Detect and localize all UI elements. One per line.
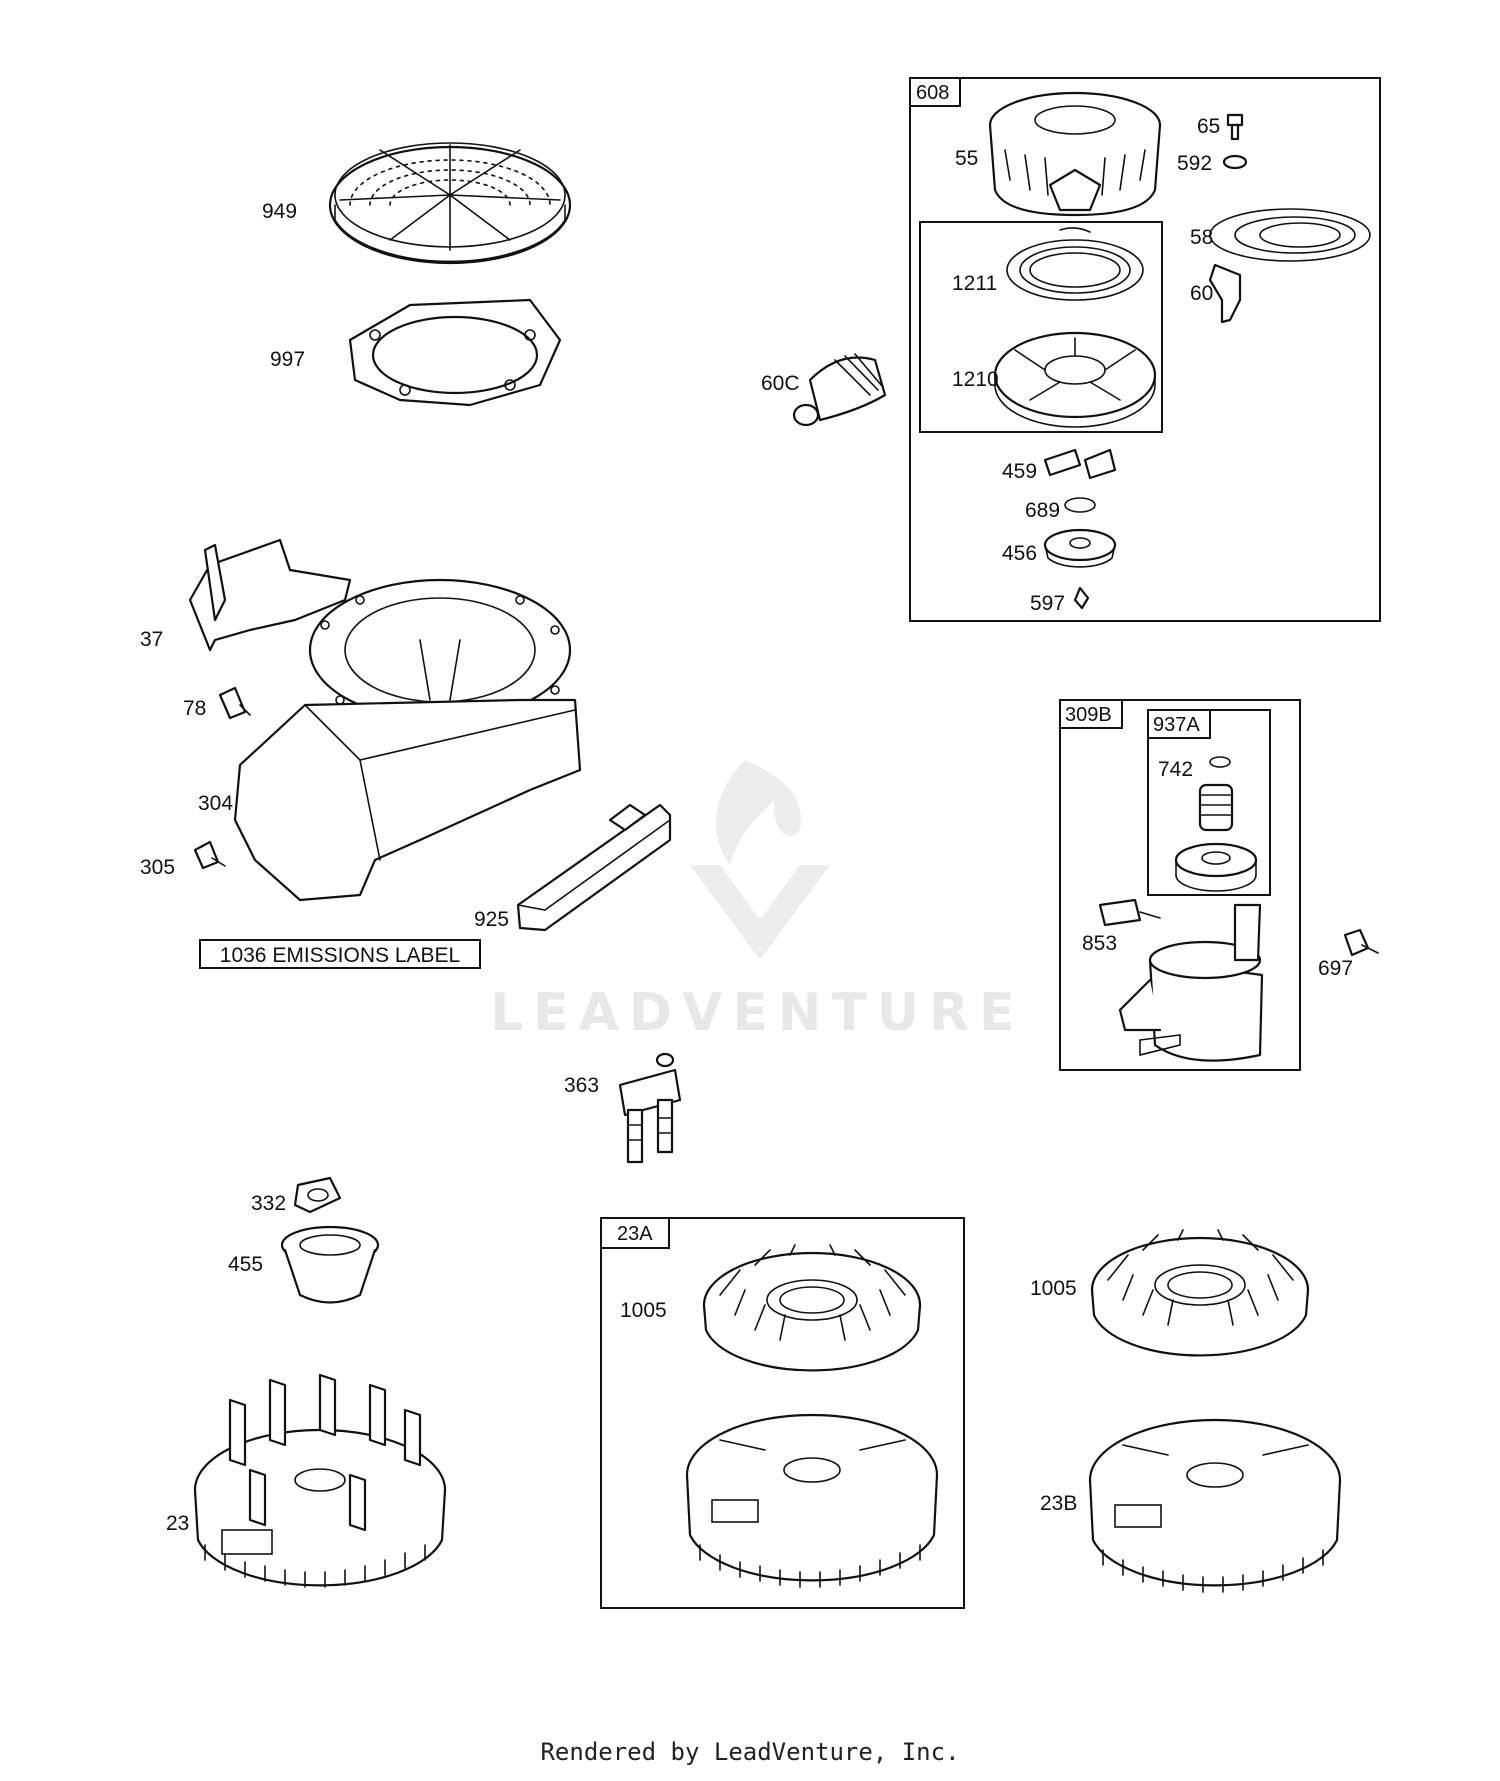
- label-332: 332: [251, 1192, 286, 1215]
- label-23: 23: [166, 1512, 189, 1535]
- box-pulley-kit: [919, 221, 1163, 433]
- part-65-bolt: [1226, 113, 1244, 141]
- part-937a-gear: [1174, 842, 1258, 892]
- label-55: 55: [955, 147, 978, 170]
- part-23-flywheel: [193, 1373, 447, 1588]
- label-1005-a: 1005: [620, 1299, 667, 1322]
- box-937a-tag: [1147, 709, 1211, 739]
- part-592-washer: [1222, 154, 1248, 170]
- part-309b-starter-motor: [1118, 903, 1264, 1062]
- part-742-clip: [1209, 756, 1231, 768]
- watermark-logo: LEADVENTURE: [490, 760, 1025, 1043]
- label-925: 925: [474, 908, 509, 931]
- label-78: 78: [183, 697, 206, 720]
- label-1211: 1211: [952, 272, 997, 295]
- part-58-spring: [1209, 208, 1371, 262]
- label-363: 363: [564, 1074, 599, 1097]
- part-949-screen: [328, 142, 572, 265]
- part-853-connector: [1098, 898, 1161, 927]
- part-459-pawl-pair: [1043, 448, 1117, 480]
- label-37: 37: [140, 628, 163, 651]
- part-55-housing: [988, 91, 1162, 217]
- emissions-label-text: 1036 EMISSIONS LABEL: [220, 944, 460, 967]
- part-23a-flywheel: [685, 1413, 939, 1588]
- box-608: [909, 77, 1381, 622]
- label-697: 697: [1318, 957, 1353, 980]
- part-305-bolt: [193, 840, 226, 870]
- label-60c: 60C: [761, 372, 800, 395]
- label-459: 459: [1002, 460, 1037, 483]
- emissions-label-box: 1036 EMISSIONS LABEL: [199, 939, 481, 969]
- label-23b: 23B: [1040, 1492, 1077, 1515]
- box-309b: [1059, 699, 1301, 1071]
- label-304: 304: [198, 792, 233, 815]
- part-332-nut: [293, 1176, 342, 1214]
- part-304-blower-housing: [233, 578, 582, 902]
- part-1005-fan-b: [1090, 1229, 1310, 1357]
- label-309b: 309B: [1065, 704, 1112, 726]
- label-608: 608: [916, 82, 949, 104]
- label-689: 689: [1025, 499, 1060, 522]
- label-742: 742: [1158, 758, 1193, 781]
- part-689-clip: [1064, 497, 1096, 513]
- label-60: 60: [1190, 282, 1213, 305]
- label-1210: 1210: [952, 368, 999, 391]
- box-309b-tag: [1059, 699, 1123, 729]
- part-1211-rope-spring: [1006, 227, 1144, 301]
- label-455: 455: [228, 1253, 263, 1276]
- part-997-gasket: [348, 298, 562, 407]
- label-305: 305: [140, 856, 175, 879]
- part-60-pawl: [1208, 263, 1242, 324]
- label-58: 58: [1190, 226, 1213, 249]
- box-608-tag: [909, 77, 961, 107]
- part-23b-flywheel: [1088, 1418, 1342, 1593]
- label-592: 592: [1177, 152, 1212, 175]
- part-37-bracket: [188, 538, 352, 652]
- label-23a: 23A: [617, 1223, 653, 1245]
- part-456-cup: [1043, 528, 1117, 568]
- label-1005-b: 1005: [1030, 1277, 1077, 1300]
- label-853: 853: [1082, 932, 1117, 955]
- part-697-bolt: [1343, 928, 1379, 957]
- part-78-bolt: [218, 686, 251, 720]
- box-23a: [600, 1217, 965, 1609]
- part-937a-spring: [1198, 783, 1234, 832]
- label-937a: 937A: [1153, 714, 1200, 736]
- watermark-text: LEADVENTURE: [490, 983, 1025, 1043]
- part-60c-handle: [792, 353, 887, 427]
- part-455-cup: [280, 1225, 380, 1304]
- box-23a-tag: [600, 1217, 670, 1249]
- part-925-guard: [516, 803, 672, 932]
- part-1210-pulley: [993, 331, 1157, 428]
- part-597-screw: [1073, 586, 1090, 610]
- part-labels: 949 997 608 55 65 592 58 60 1211 1210 60…: [140, 82, 1353, 1535]
- label-597: 597: [1030, 592, 1065, 615]
- label-949: 949: [262, 200, 297, 223]
- footer-credit: Rendered by LeadVenture, Inc.: [540, 1738, 959, 1766]
- label-997: 997: [270, 348, 305, 371]
- part-1005-fan-a: [702, 1244, 922, 1372]
- part-363-armature: [618, 1052, 682, 1164]
- label-65: 65: [1197, 115, 1220, 138]
- label-456: 456: [1002, 542, 1037, 565]
